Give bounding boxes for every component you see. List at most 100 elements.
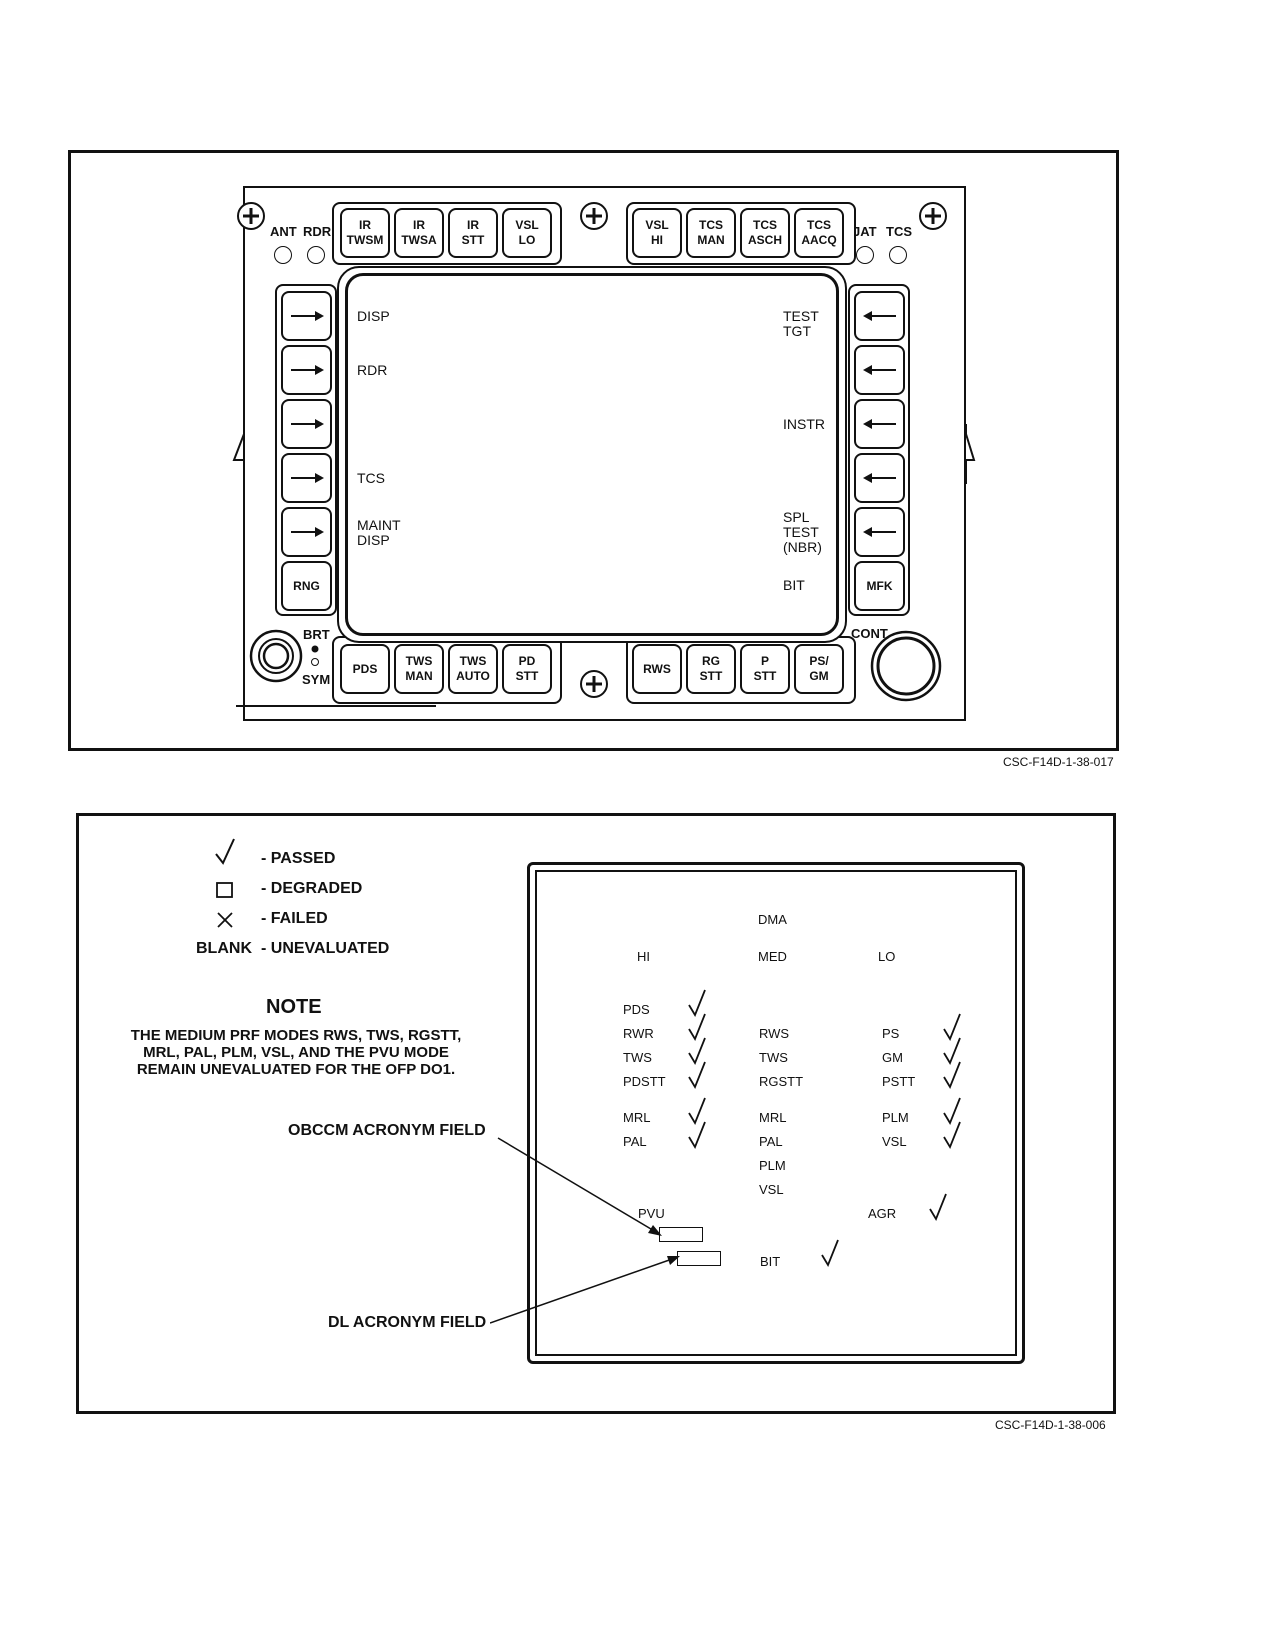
rng-button[interactable]: RNG [281, 561, 332, 611]
rws-button[interactable]: RWS [632, 644, 682, 694]
legend-unevaluated: - UNEVALUATED [261, 940, 390, 957]
check-mark-icon [688, 1013, 706, 1042]
med-item-rgstt: RGSTT [759, 1074, 804, 1089]
right-option-button-5[interactable] [854, 507, 905, 557]
dl-acronym-field [677, 1251, 721, 1266]
brt-sym-indicator-dots [311, 645, 319, 666]
dma-col-hi: HI [637, 949, 650, 964]
dma-col-med: MED [758, 949, 787, 964]
check-mark-icon [929, 1193, 947, 1222]
note-title: NOTE [266, 996, 322, 1018]
ps-gm-button[interactable]: PS/GM [794, 644, 844, 694]
screw-top-center-icon [580, 202, 608, 230]
tcs-indicator-label: TCS [886, 224, 912, 239]
med-item-plm: PLM [759, 1158, 786, 1173]
arrow-right-icon [290, 419, 324, 429]
right-bezel-notch [965, 424, 976, 484]
right-option-button-1[interactable] [854, 291, 905, 341]
dma-title: DMA [758, 912, 787, 927]
left-option-button-3[interactable] [281, 399, 332, 449]
cross-icon [217, 912, 233, 928]
left-bezel-notch [232, 424, 245, 484]
dl-callout-label: DL ACRONYM FIELD [328, 1314, 487, 1331]
legend-passed: - PASSED [261, 850, 336, 867]
left-option-button-4[interactable] [281, 453, 332, 503]
left-option-button-1[interactable] [281, 291, 332, 341]
check-mark-icon [688, 1097, 706, 1126]
med-item-mrl: MRL [759, 1110, 787, 1125]
cont-knob[interactable] [870, 630, 942, 702]
brt-label: BRT [303, 627, 330, 642]
check-mark-icon [943, 1121, 961, 1150]
pds-button[interactable]: PDS [340, 644, 390, 694]
right-option-button-2[interactable] [854, 345, 905, 395]
med-item-vsl: VSL [759, 1182, 784, 1197]
check-mark-icon [688, 1121, 706, 1150]
square-icon [216, 882, 233, 898]
check-mark-icon [688, 1061, 706, 1090]
check-mark-icon [688, 1037, 706, 1066]
arrow-left-icon [862, 311, 896, 321]
right-option-button-4[interactable] [854, 453, 905, 503]
dma-display-screen [535, 870, 1017, 1356]
ant-indicator-label: ANT [270, 224, 297, 239]
lo-item-vsl: VSL [882, 1134, 907, 1149]
screen-label-disp: DISP [357, 308, 390, 324]
hi-item-pal: PAL [623, 1134, 647, 1149]
sym-label: SYM [302, 672, 331, 687]
arrow-right-icon [290, 365, 324, 375]
arrow-left-icon [862, 419, 896, 429]
arrow-left-icon [862, 473, 896, 483]
check-mark-icon [943, 1013, 961, 1042]
brt-knob[interactable] [248, 628, 304, 684]
dma-col-lo: LO [878, 949, 896, 964]
hi-item-pds: PDS [623, 1002, 650, 1017]
med-item-tws: TWS [759, 1050, 788, 1065]
obccm-callout-label: OBCCM ACRONYM FIELD [288, 1122, 486, 1139]
check-mark-icon [943, 1061, 961, 1090]
lo-item-pstt: PSTT [882, 1074, 916, 1089]
check-mark-icon [215, 838, 235, 865]
arrow-right-icon [290, 311, 324, 321]
right-button-column: MFK [848, 284, 910, 616]
lo-item-gm: GM [882, 1050, 903, 1065]
check-mark-icon [688, 989, 706, 1018]
callout-leader-lines [490, 1137, 680, 1324]
mfk-button[interactable]: MFK [854, 561, 905, 611]
jat-indicator-label: JAT [853, 224, 877, 239]
check-mark-icon [943, 1037, 961, 1066]
right-option-button-3[interactable] [854, 399, 905, 449]
arrow-left-icon [862, 365, 896, 375]
screw-bottom-center-icon [580, 670, 608, 698]
hi-item-rwr: RWR [623, 1026, 654, 1041]
left-option-button-2[interactable] [281, 345, 332, 395]
left-option-button-5[interactable] [281, 507, 332, 557]
bit-label: BIT [760, 1254, 781, 1269]
med-item-rws: RWS [759, 1026, 790, 1041]
arrow-right-icon [290, 473, 324, 483]
check-mark-icon [821, 1239, 839, 1268]
legend-degraded: - DEGRADED [261, 880, 363, 897]
bezel-bottom-line [236, 705, 436, 707]
agr-label: AGR [868, 1206, 897, 1221]
screen-label-bit: BIT [783, 577, 805, 593]
figure1-id: CSC-F14D-1-38-017 [1003, 755, 1114, 769]
rdr-indicator-label: RDR [303, 224, 332, 239]
ant-indicator-lamp [274, 246, 292, 264]
